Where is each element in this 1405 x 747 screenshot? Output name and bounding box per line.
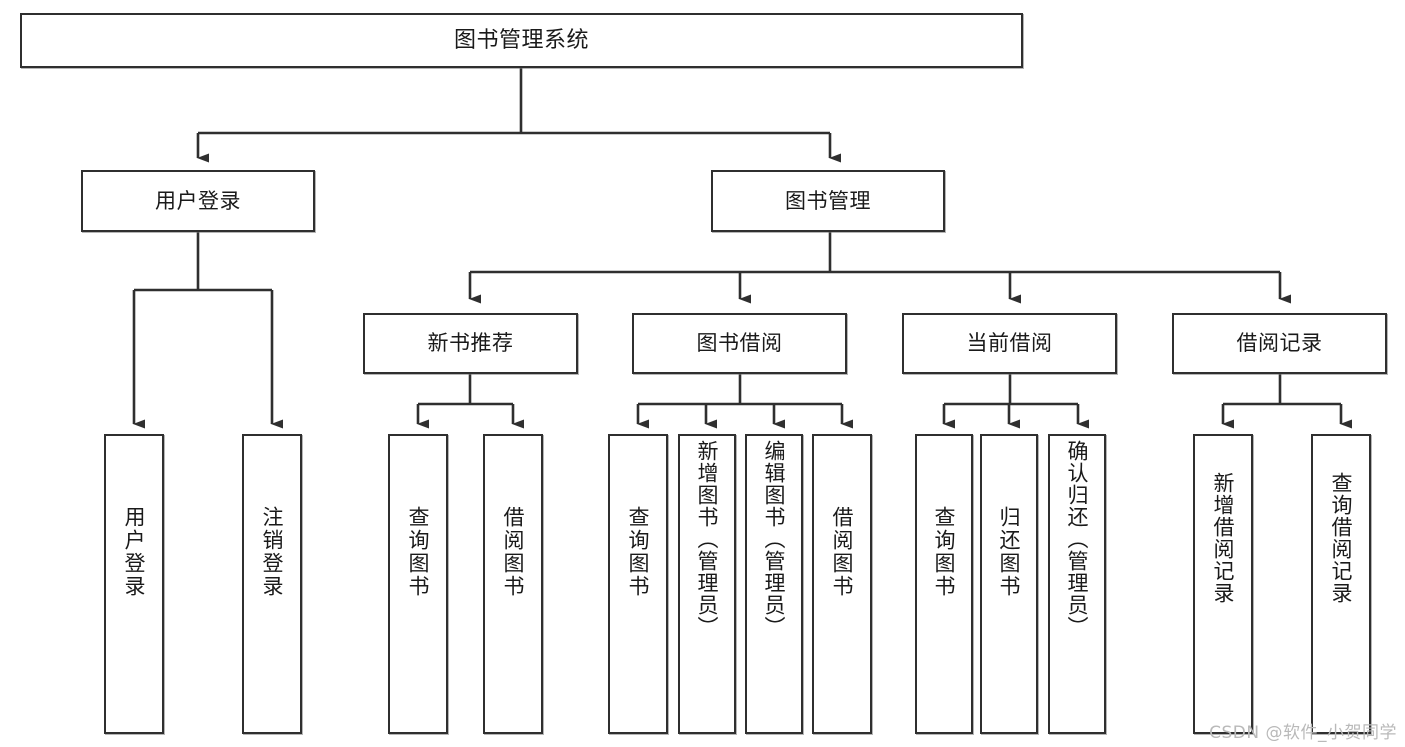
leaf-confirm-return-label: 确认归还（管理员） (1065, 440, 1090, 638)
node-user-login[interactable]: 用户登录 (81, 170, 315, 232)
leaf-query-book-3-label: 查询图书 (932, 506, 957, 598)
leaf-confirm-return[interactable]: 确认归还（管理员） (1048, 434, 1106, 734)
leaf-borrow-book-1-label: 借阅图书 (501, 506, 526, 598)
node-borrow-record-label: 借阅记录 (1236, 331, 1323, 356)
node-user-login-label: 用户登录 (155, 188, 241, 213)
leaf-add-book[interactable]: 新增图书（管理员） (678, 434, 736, 734)
leaf-query-record[interactable]: 查询借阅记录 (1311, 434, 1371, 734)
leaf-borrow-book-2-label: 借阅图书 (830, 506, 855, 598)
leaf-query-book-1-label: 查询图书 (406, 506, 431, 598)
leaf-user-login-label: 用户登录 (122, 506, 147, 598)
leaf-query-book-3[interactable]: 查询图书 (915, 434, 973, 734)
csdn-watermark: CSDN @软件_小贺同学 (1209, 723, 1397, 743)
node-root-label: 图书管理系统 (453, 27, 589, 53)
leaf-add-book-label: 新增图书（管理员） (695, 440, 720, 638)
node-book-manage[interactable]: 图书管理 (711, 170, 945, 232)
leaf-return-book-label: 归还图书 (997, 506, 1022, 598)
leaf-borrow-book-1[interactable]: 借阅图书 (483, 434, 543, 734)
node-current-borrow[interactable]: 当前借阅 (902, 313, 1117, 374)
node-new-book-recommend-label: 新书推荐 (427, 331, 514, 356)
node-root[interactable]: 图书管理系统 (20, 13, 1023, 68)
leaf-query-record-label: 查询借阅记录 (1329, 472, 1354, 604)
node-book-borrow-label: 图书借阅 (696, 331, 783, 356)
leaf-query-book-1[interactable]: 查询图书 (388, 434, 448, 734)
leaf-add-record-label: 新增借阅记录 (1211, 472, 1236, 604)
leaf-add-record[interactable]: 新增借阅记录 (1193, 434, 1253, 734)
node-current-borrow-label: 当前借阅 (966, 331, 1053, 356)
leaf-query-book-2-label: 查询图书 (626, 506, 651, 598)
leaf-borrow-book-2[interactable]: 借阅图书 (812, 434, 872, 734)
node-book-manage-label: 图书管理 (785, 188, 871, 213)
node-new-book-recommend[interactable]: 新书推荐 (363, 313, 578, 374)
node-borrow-record[interactable]: 借阅记录 (1172, 313, 1387, 374)
leaf-logout-login[interactable]: 注销登录 (242, 434, 302, 734)
leaf-logout-login-label: 注销登录 (260, 506, 285, 598)
leaf-return-book[interactable]: 归还图书 (980, 434, 1038, 734)
leaf-edit-book[interactable]: 编辑图书（管理员） (745, 434, 803, 734)
leaf-user-login[interactable]: 用户登录 (104, 434, 164, 734)
leaf-edit-book-label: 编辑图书（管理员） (762, 440, 787, 638)
node-book-borrow[interactable]: 图书借阅 (632, 313, 847, 374)
leaf-query-book-2[interactable]: 查询图书 (608, 434, 668, 734)
